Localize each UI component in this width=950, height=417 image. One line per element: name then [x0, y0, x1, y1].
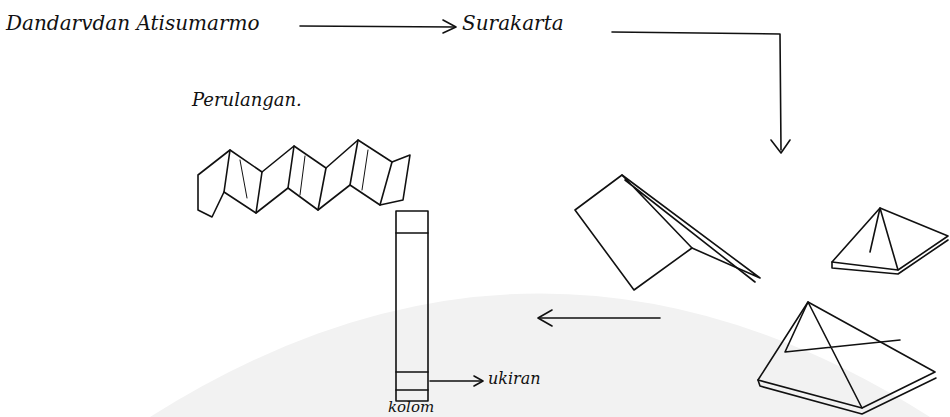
- zigzag-folds: [224, 140, 392, 213]
- leader-arrow: [430, 380, 482, 382]
- roof-edges: [832, 208, 948, 274]
- part-label: Perulangan.: [192, 90, 302, 110]
- arrow-head: [538, 310, 552, 326]
- flow-arrow: [300, 26, 455, 27]
- column: [396, 211, 428, 401]
- zigzag-folds: [240, 150, 368, 198]
- flow-arrow: [540, 317, 660, 319]
- pyramid-roof: [832, 208, 948, 270]
- place-note: Surakarta: [462, 12, 564, 34]
- title-note: Dandarvdan Atisumarmo: [6, 12, 260, 34]
- arrow-head: [474, 376, 483, 386]
- part-label: kolom: [388, 399, 434, 416]
- column-bands: [396, 233, 428, 390]
- roof-ridge: [622, 175, 755, 282]
- arrow-head: [443, 20, 456, 33]
- flow-arrow: [612, 32, 781, 150]
- roof-edges: [758, 302, 936, 414]
- part-label: ukiran: [488, 370, 541, 388]
- zigzag-band: [198, 140, 410, 217]
- gable-roof: [575, 175, 760, 290]
- arrow-head: [771, 140, 790, 153]
